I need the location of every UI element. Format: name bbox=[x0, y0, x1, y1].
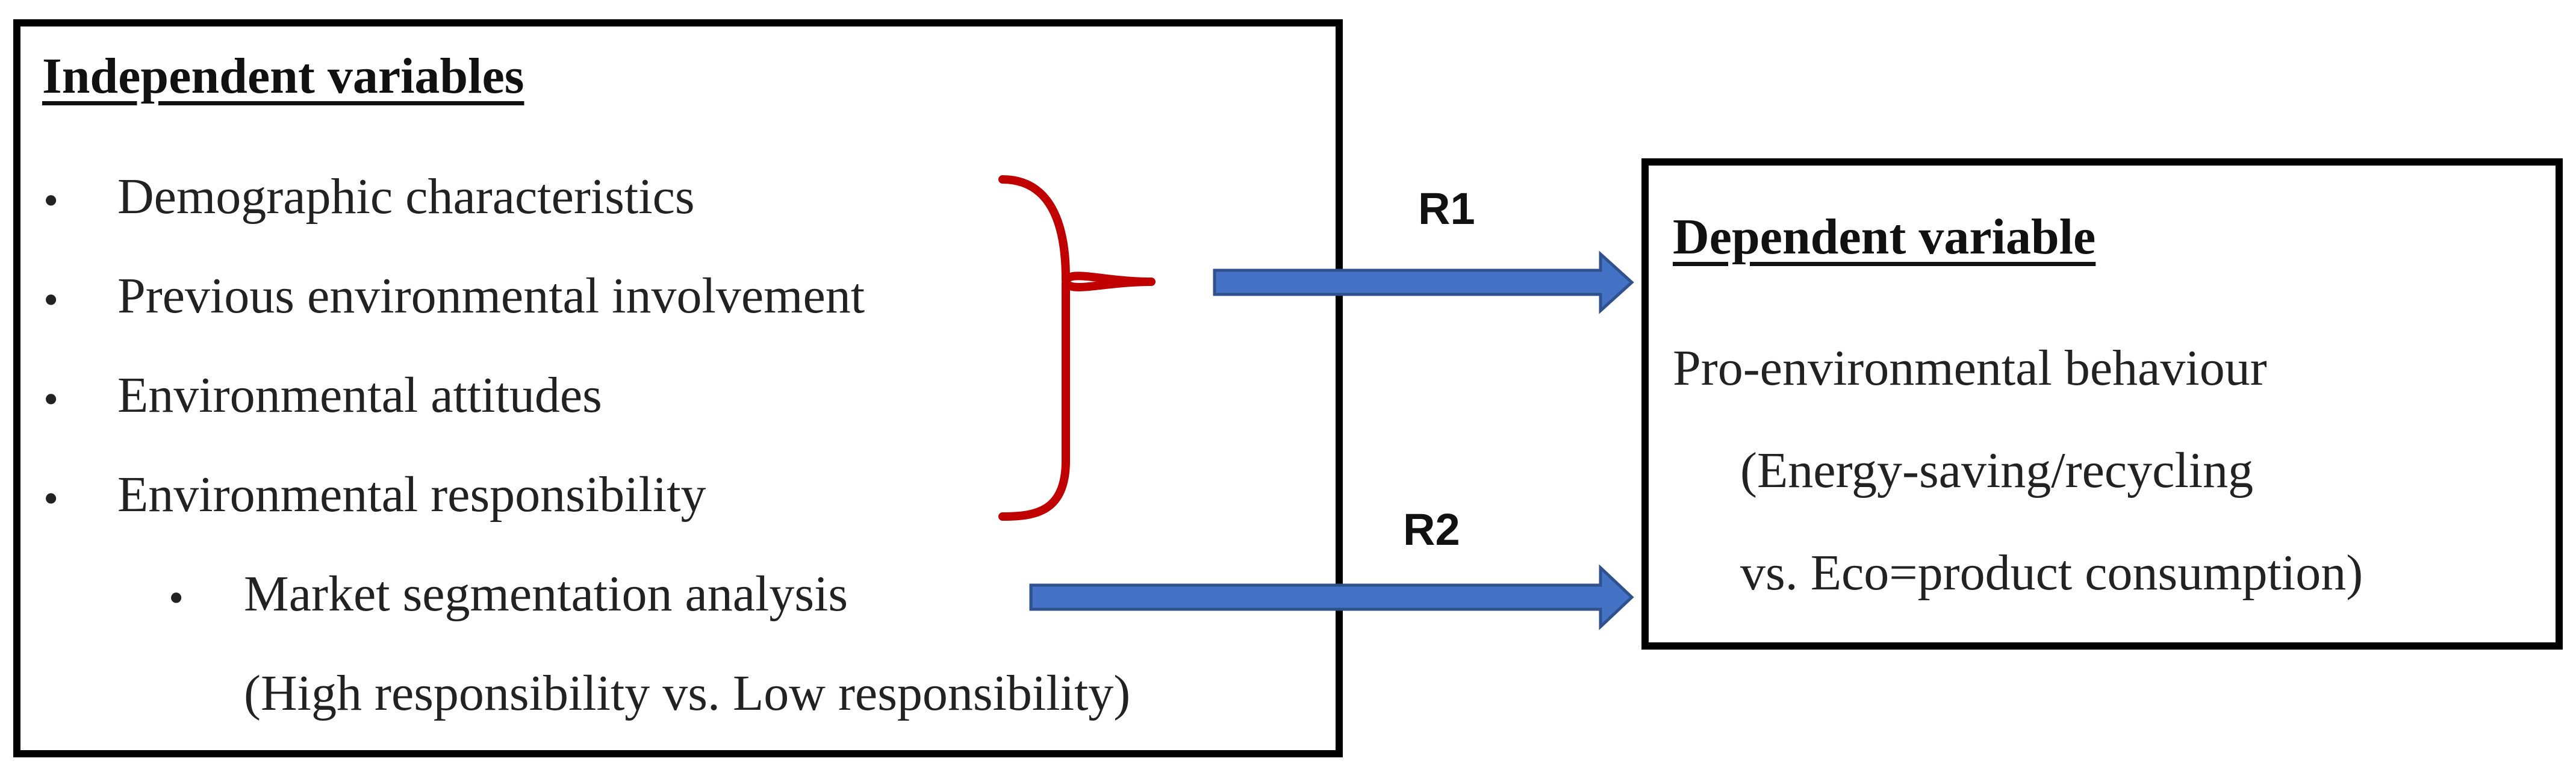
dependent-line-3: vs. Eco=product consumption) bbox=[1740, 545, 2363, 601]
item-previous-environmental-involvement: Previous environmental involvement bbox=[117, 268, 865, 324]
relation-label-r2: R2 bbox=[1403, 505, 1460, 554]
item-environmental-attitudes: Environmental attitudes bbox=[117, 367, 602, 423]
dependent-variable-heading: Dependent variable bbox=[1673, 209, 2096, 265]
market-segmentation-note: (High responsibility vs. Low responsibil… bbox=[244, 665, 1131, 721]
independent-variables-heading: Independent variables bbox=[42, 48, 524, 104]
bullet-dot: • bbox=[43, 276, 59, 324]
bullet-dot: • bbox=[43, 474, 59, 523]
arrow-r2 bbox=[1029, 564, 1634, 630]
arrow-r1 bbox=[1213, 250, 1634, 314]
dependent-variable-box bbox=[1641, 158, 2563, 650]
item-market-segmentation-analysis: Market segmentation analysis bbox=[244, 566, 848, 622]
grouping-brace bbox=[998, 175, 1156, 521]
dependent-line-2: (Energy-saving/recycling bbox=[1740, 442, 2254, 498]
item-environmental-responsibility: Environmental responsibility bbox=[117, 467, 706, 523]
relation-label-r1: R1 bbox=[1418, 184, 1475, 234]
independent-variables-box bbox=[13, 19, 1343, 757]
bullet-dot: • bbox=[43, 176, 59, 225]
dependent-line-1: Pro-environmental behaviour bbox=[1673, 340, 2267, 396]
bullet-dot: • bbox=[43, 375, 59, 423]
bullet-dot: • bbox=[169, 574, 184, 622]
item-demographic-characteristics: Demographic characteristics bbox=[117, 169, 695, 225]
